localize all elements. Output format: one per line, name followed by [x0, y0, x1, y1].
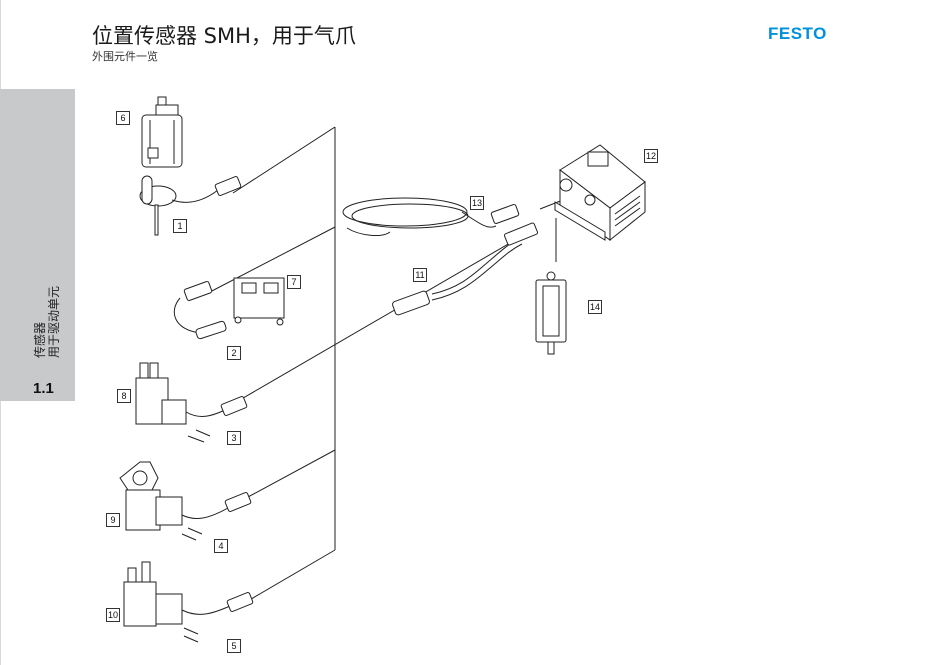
cable-13-drawing [342, 197, 520, 236]
callout-12: 12 [644, 149, 658, 163]
gripper-8-drawing [135, 362, 248, 443]
callout-9: 9 [106, 513, 120, 527]
section-side-tab [0, 89, 75, 401]
connection-line [237, 242, 511, 402]
callout-11: 11 [413, 268, 427, 282]
callout-2: 2 [227, 346, 241, 360]
sensor-7-drawing [173, 277, 285, 340]
festo-logo: FESTO [768, 24, 827, 43]
gripper-10-drawing [123, 561, 254, 643]
cable-11-drawing [392, 222, 538, 316]
page-subtitle: 外围元件一览 [92, 50, 158, 63]
page-title: 位置传感器 SMH，用于气爪 [92, 24, 356, 48]
callout-14: 14 [588, 300, 602, 314]
gripper-6-drawing [139, 96, 242, 236]
section-number: 1.1 [33, 380, 54, 397]
connection-line [207, 226, 336, 294]
module-12-drawing [554, 144, 646, 242]
callout-5: 5 [227, 639, 241, 653]
callout-1: 1 [173, 219, 187, 233]
callout-7: 7 [287, 275, 301, 289]
callout-10: 10 [106, 608, 120, 622]
connection-line [232, 126, 336, 194]
gripper-9-drawing [119, 461, 252, 541]
callout-6: 6 [116, 111, 130, 125]
callout-13: 13 [470, 196, 484, 210]
module-14-drawing [535, 271, 567, 355]
callout-4: 4 [214, 539, 228, 553]
callout-3: 3 [227, 431, 241, 445]
connection-line [245, 549, 336, 603]
connection-line [247, 449, 336, 498]
callout-8: 8 [117, 389, 131, 403]
